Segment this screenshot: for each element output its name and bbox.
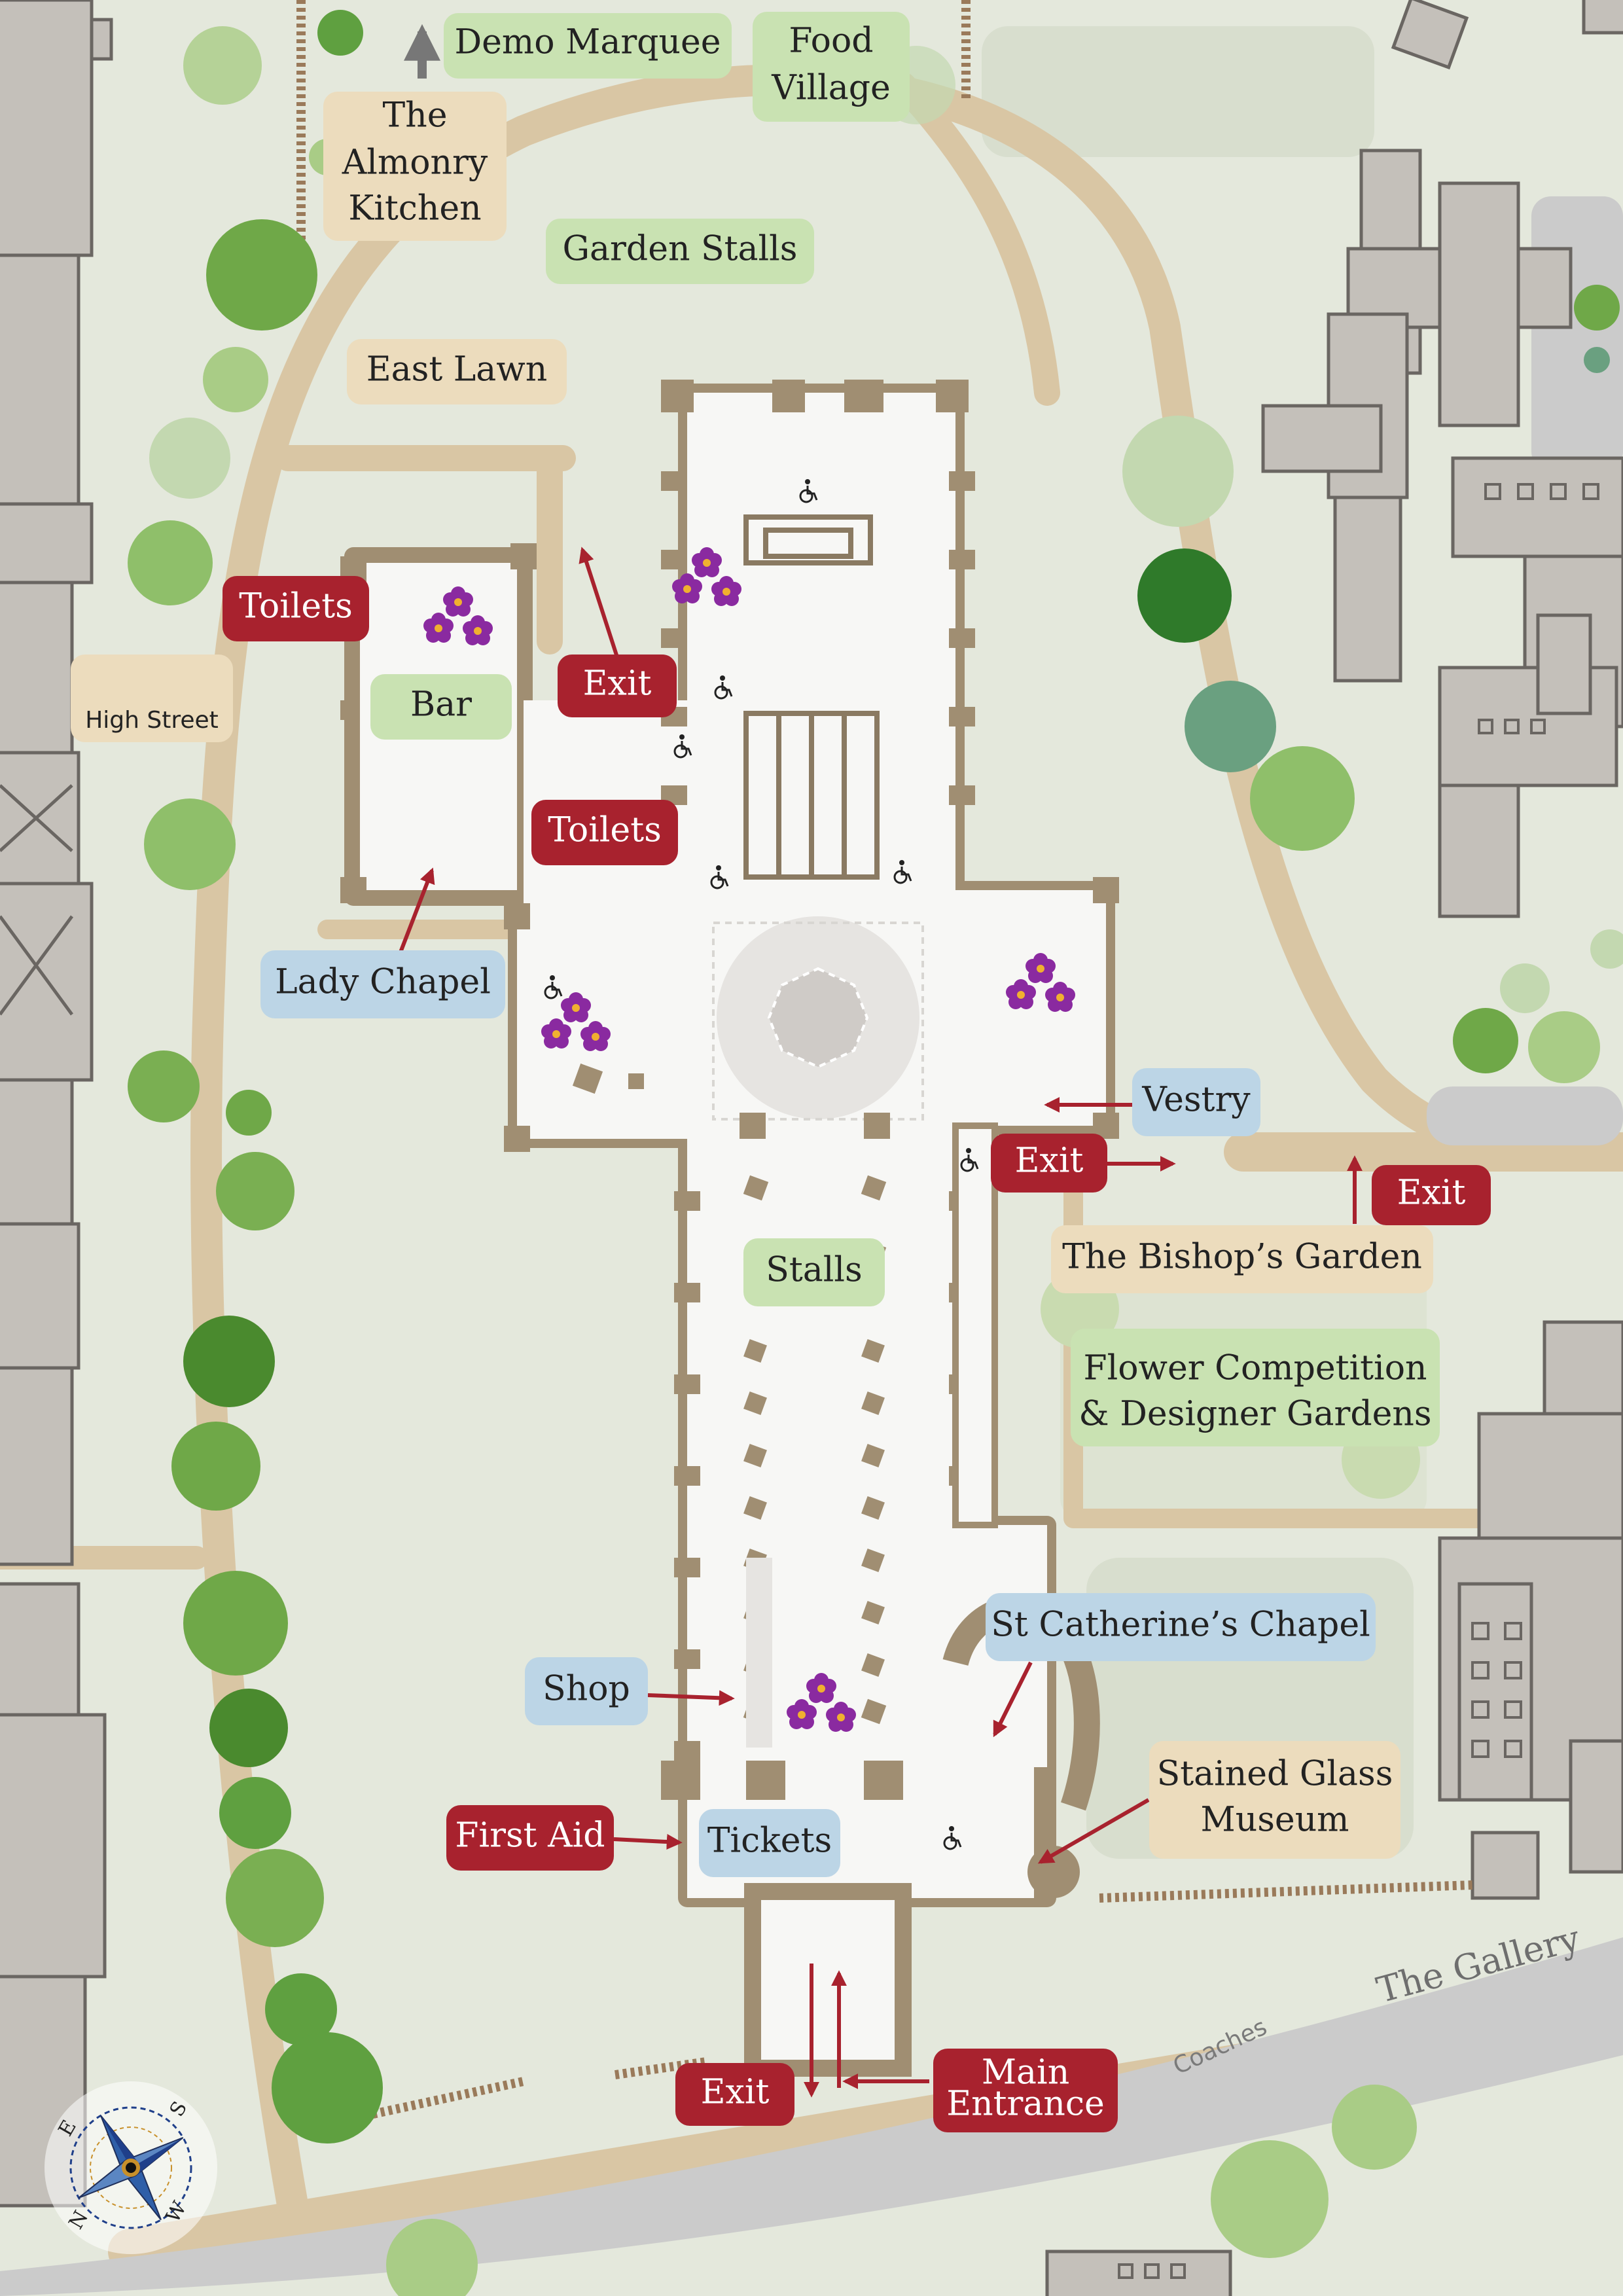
tag-stained-glass-museum[interactable] (1149, 1741, 1400, 1859)
cathedral (340, 380, 1119, 2077)
label-stained-glass-2: Museum (1201, 1801, 1349, 1840)
label-exit-south-transept: Exit (1015, 1141, 1084, 1181)
tag-tickets[interactable] (699, 1809, 840, 1877)
label-almonry-kitchen-3: Kitchen (348, 189, 481, 228)
label-main-entrance-2: Entrance (946, 2085, 1105, 2124)
label-shop: Shop (543, 1670, 630, 1709)
label-main-entrance-1: Main (982, 2053, 1069, 2092)
tag-exit-bishops[interactable] (1372, 1165, 1491, 1225)
tag-toilets-north[interactable] (223, 576, 369, 641)
tag-almonry-kitchen[interactable] (323, 92, 507, 241)
label-almonry-kitchen-2: Almonry (342, 143, 488, 183)
label-lady-chapel: Lady Chapel (275, 963, 491, 1002)
tag-bishops-garden[interactable] (1051, 1225, 1433, 1293)
tag-food-village[interactable] (753, 12, 910, 122)
label-almonry-kitchen-1: The (383, 96, 448, 135)
tag-demo-marquee[interactable] (444, 13, 732, 79)
tag-toilets-central[interactable] (531, 800, 678, 865)
building-windows (1118, 483, 1599, 2279)
tag-exit-main[interactable] (675, 2063, 794, 2126)
label-stalls: Stalls (766, 1251, 862, 1290)
tag-vestry[interactable] (1132, 1068, 1260, 1136)
town-buildings-east (1045, 0, 1623, 2296)
fences (296, 0, 1473, 2119)
label-food-village-2: Village (771, 69, 891, 108)
tag-stalls[interactable] (743, 1238, 885, 1306)
tag-high-street[interactable] (71, 655, 233, 742)
label-st-catherines-chapel: St Catherine’s Chapel (991, 1605, 1370, 1645)
town-buildings-west (0, 0, 113, 2208)
label-exit-north: Exit (583, 664, 652, 704)
compass-rose-icon: N E S W (45, 2081, 217, 2254)
label-garden-stalls: Garden Stalls (563, 230, 798, 269)
tag-shop[interactable] (525, 1657, 648, 1725)
label-bar: Bar (410, 685, 472, 725)
arrow-icon (116, 24, 1363, 2098)
label-toilets-north: Toilets (239, 587, 353, 626)
label-flower-competition-2: & Designer Gardens (1079, 1395, 1431, 1434)
tag-exit-north[interactable] (558, 655, 677, 717)
label-tickets: Tickets (707, 1821, 832, 1861)
label-food-village-1: Food (789, 22, 873, 61)
label-bishops-garden: The Bishop’s Garden (1062, 1238, 1422, 1277)
label-stained-glass-1: Stained Glass (1157, 1755, 1393, 1794)
label-toilets-central: Toilets (548, 811, 662, 850)
tag-east-lawn[interactable] (347, 339, 567, 404)
label-first-aid: First Aid (455, 1816, 605, 1856)
tag-bar[interactable] (370, 674, 512, 740)
tag-exit-south-transept[interactable] (991, 1134, 1107, 1193)
label-vestry: Vestry (1141, 1081, 1251, 1120)
tag-lady-chapel[interactable] (260, 950, 505, 1018)
label-exit-main: Exit (701, 2073, 770, 2112)
label-flower-competition-1: Flower Competition (1083, 1349, 1427, 1388)
label-demo-marquee: Demo Marquee (454, 23, 721, 62)
label-east-lawn: East Lawn (366, 350, 548, 389)
tag-main-entrance[interactable] (933, 2049, 1118, 2132)
tag-st-catherines-chapel[interactable] (986, 1593, 1376, 1661)
tag-first-aid[interactable] (446, 1805, 614, 1871)
tag-flower-competition[interactable] (1071, 1329, 1440, 1446)
tag-garden-stalls[interactable] (546, 219, 814, 284)
label-high-street: High Street (85, 707, 219, 734)
trees (128, 10, 1623, 2296)
label-exit-bishops: Exit (1397, 1174, 1466, 1213)
